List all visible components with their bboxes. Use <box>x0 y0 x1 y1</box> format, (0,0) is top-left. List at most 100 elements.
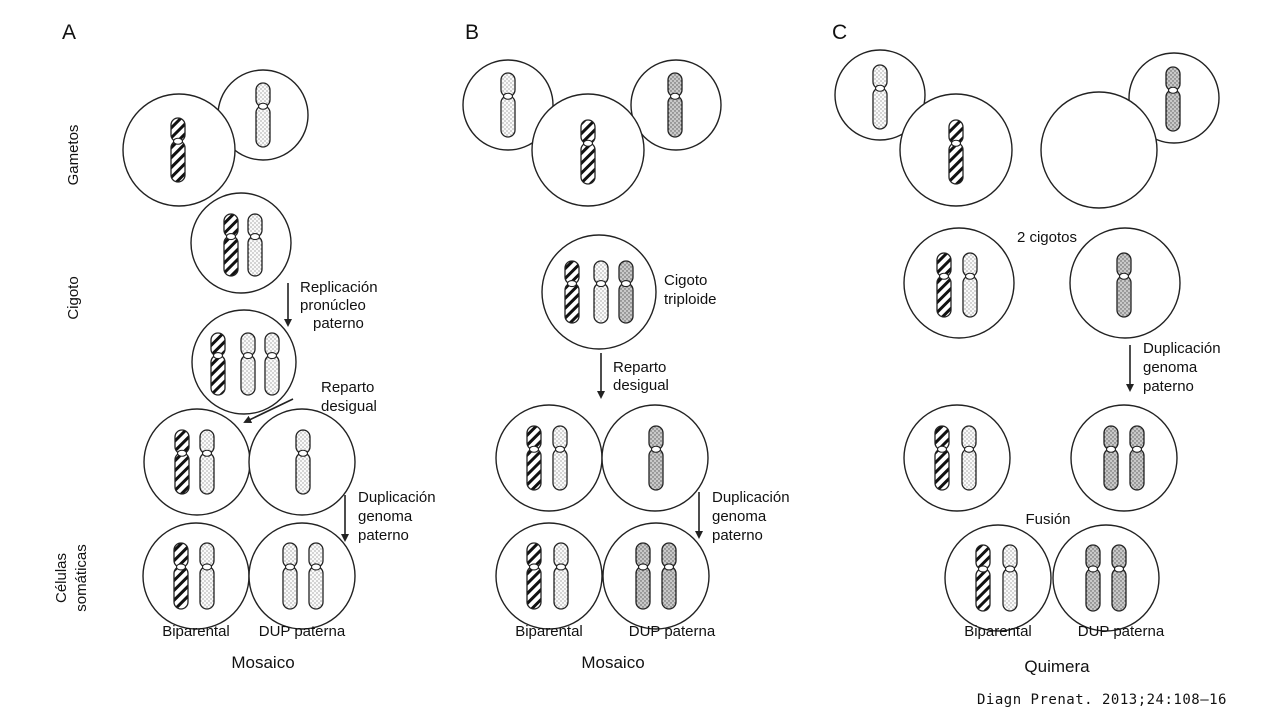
centromere <box>555 563 567 571</box>
centromere <box>663 563 675 571</box>
label-triploid-1: Cigoto <box>664 272 707 289</box>
centromere <box>938 272 950 280</box>
chromosome-arm <box>500 95 516 138</box>
chromosome-arm <box>564 282 580 324</box>
outcome-a: Mosaico <box>231 653 294 672</box>
zygote-cell <box>903 227 1015 339</box>
centromere <box>176 449 188 457</box>
cell-paternal-dup <box>248 522 356 630</box>
chromosome-arm <box>1085 567 1101 612</box>
centromere <box>1167 86 1179 94</box>
chromosome-arm <box>174 452 190 495</box>
chromosome-paternal <box>872 64 888 130</box>
centromere <box>212 352 224 360</box>
centromere <box>950 139 962 147</box>
chromosome-arm <box>223 235 239 277</box>
panel-a: Replicación pronúcleo paterno Reparto de… <box>122 69 436 672</box>
chromosome-arm <box>553 565 569 610</box>
chromosome-paternal <box>295 429 311 495</box>
label-replication-3: paterno <box>313 315 364 332</box>
label-duplication-3: paterno <box>712 527 763 544</box>
chromosome-arm <box>1116 275 1132 318</box>
label-dup-paterna: DUP paterna <box>259 623 346 640</box>
chromosome-paternal <box>199 542 215 610</box>
citation: Diagn Prenat. 2013;24:108–16 <box>977 692 1227 708</box>
chromosome-arm <box>962 275 978 318</box>
centromere <box>242 352 254 360</box>
zygote-cell <box>190 192 292 294</box>
chromosome-paternal <box>593 260 609 324</box>
chromosome-arm <box>580 142 596 185</box>
chromosome-arm <box>1111 567 1127 612</box>
centromere <box>175 563 187 571</box>
chromosome-arm <box>282 565 298 610</box>
chromosome-maternal <box>526 425 542 491</box>
chromosome-arm <box>948 142 964 185</box>
cell-paternal-dup <box>1070 404 1178 512</box>
chromosome-paternal <box>500 72 516 138</box>
chromosome-maternal <box>936 252 952 318</box>
cell-paternal-dup <box>1052 524 1160 632</box>
chromosome-paternal <box>247 213 263 277</box>
centromere <box>172 137 184 145</box>
centromere <box>1131 445 1143 453</box>
chromosome-arm <box>1002 567 1018 612</box>
chromosome-paternal <box>199 429 215 495</box>
chromosome-paternal-2 <box>648 425 664 491</box>
chromosome-arm <box>264 354 280 396</box>
chromosome-paternal <box>308 542 324 610</box>
centromere <box>201 449 213 457</box>
chromosome-arm <box>635 565 651 610</box>
chromosome-arm <box>526 565 542 610</box>
label-duplication-1: Duplicación <box>1143 340 1221 357</box>
centromere <box>1105 445 1117 453</box>
centromere <box>874 84 886 92</box>
centromere <box>225 233 237 241</box>
centromere <box>650 445 662 453</box>
panel-letter-a: A <box>62 21 76 44</box>
chromosome-arm <box>1165 89 1181 132</box>
chromosome-paternal-2 <box>635 542 651 610</box>
chromosome-maternal <box>975 544 991 612</box>
gamete-cell-empty <box>1040 91 1158 209</box>
chromosome-paternal <box>282 542 298 610</box>
panel-c: 2 cigotos Duplicación genoma paterno Fus… <box>834 49 1221 676</box>
chromosome-maternal <box>210 332 226 396</box>
chromosome-maternal <box>174 429 190 495</box>
chromosome-arm <box>308 565 324 610</box>
centromere <box>669 92 681 100</box>
label-dup-paterna: DUP paterna <box>1078 623 1165 640</box>
label-two-zygotes: 2 cigotos <box>1017 229 1077 246</box>
cell-biparental <box>495 522 603 630</box>
centromere <box>528 563 540 571</box>
chromosome-paternal <box>553 542 569 610</box>
centromere <box>257 102 269 110</box>
chromosome-maternal <box>580 119 596 185</box>
chromosome-arm <box>552 448 568 491</box>
chromosome-paternal-2 <box>1103 425 1119 491</box>
chromosome-maternal <box>223 213 239 277</box>
chromosome-arm <box>1129 448 1145 491</box>
cell-biparental <box>903 404 1011 512</box>
panel-b: Cigoto triploide Reparto desigual Duplic… <box>462 59 790 672</box>
label-biparental: Biparental <box>515 623 583 640</box>
label-duplication-2: genoma <box>1143 359 1198 376</box>
centromere <box>1004 565 1016 573</box>
chromosome-arm <box>255 105 271 148</box>
chromosome-paternal-2 <box>667 72 683 138</box>
chromosome-maternal <box>170 117 186 183</box>
label-replication-1: Replicación <box>300 279 378 296</box>
centromere <box>201 563 213 571</box>
centromere <box>964 272 976 280</box>
chromosome-paternal <box>255 82 271 148</box>
chromosome-maternal <box>948 119 964 185</box>
chromosome-arm <box>526 448 542 491</box>
chromosome-paternal <box>240 332 256 396</box>
centromere <box>1118 272 1130 280</box>
side-label-zygote: Cigoto <box>65 276 82 319</box>
label-duplication-1: Duplicación <box>712 489 790 506</box>
chromosome-arm <box>661 565 677 610</box>
cell-biparental <box>944 524 1052 632</box>
chromosome-maternal <box>173 542 189 610</box>
